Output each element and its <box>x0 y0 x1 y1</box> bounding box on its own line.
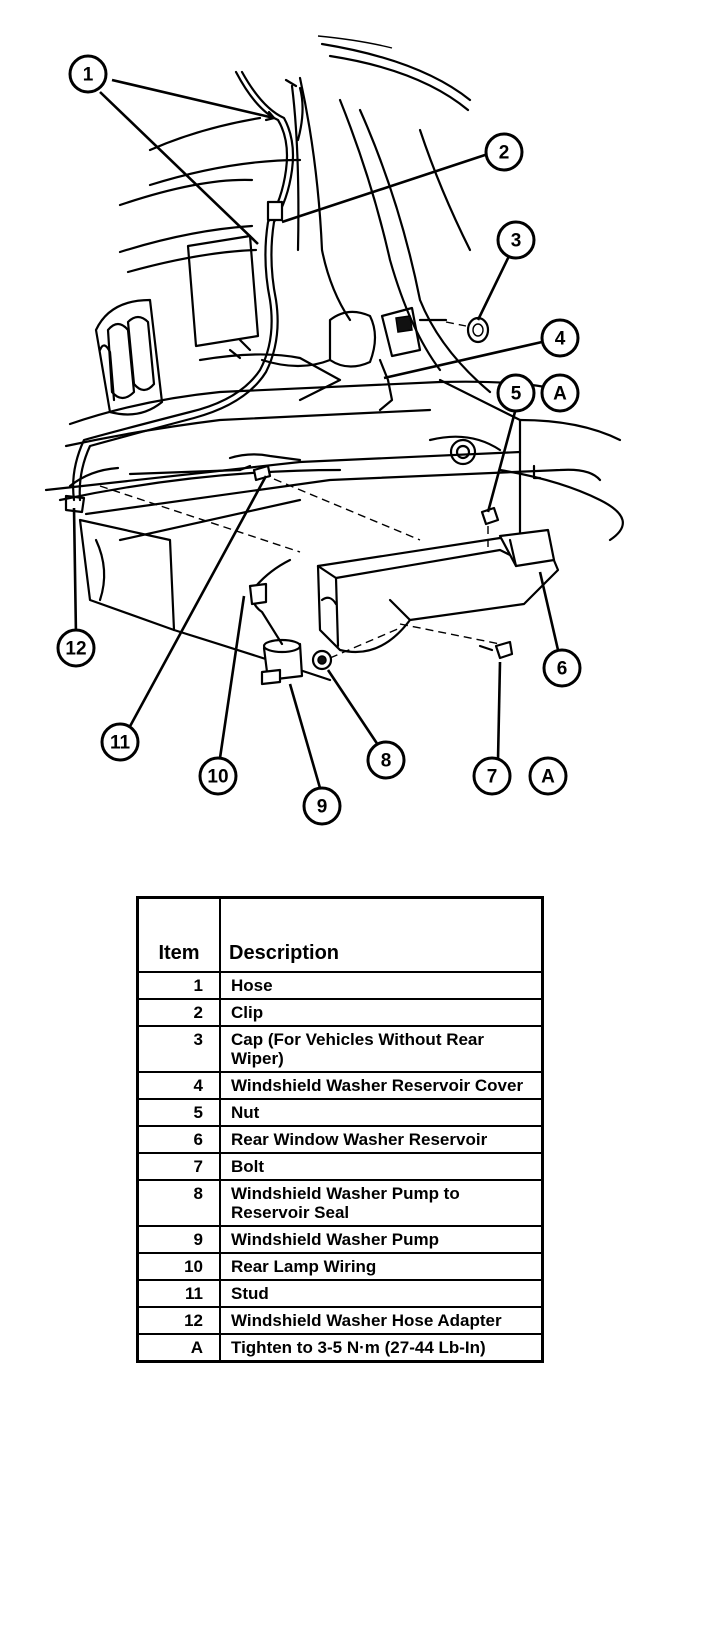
item-number: 5 <box>136 1098 221 1127</box>
svg-text:9: 9 <box>317 797 328 818</box>
header-item: Item <box>136 896 221 973</box>
callout-9: 9 <box>302 786 342 826</box>
table-row: 8 Windshield Washer Pump to Reservoir Se… <box>136 1179 544 1227</box>
callout-12: 12 <box>56 628 96 668</box>
header-description: Description <box>219 896 544 973</box>
table-row: A Tighten to 3-5 N·m (27-44 Lb-In) <box>136 1333 544 1363</box>
item-number: 4 <box>136 1071 221 1100</box>
item-number: 9 <box>136 1225 221 1254</box>
item-number: 1 <box>136 971 221 1000</box>
svg-text:A: A <box>553 384 567 405</box>
item-description: Windshield Washer Reservoir Cover <box>219 1071 544 1100</box>
item-number: 11 <box>136 1279 221 1308</box>
small-hardware <box>99 316 514 671</box>
item-number: 7 <box>136 1152 221 1181</box>
washer-pump <box>248 558 304 686</box>
item-number: 10 <box>136 1252 221 1281</box>
item-description: Cap (For Vehicles Without Rear Wiper) <box>219 1025 544 1073</box>
item-number: 2 <box>136 998 221 1027</box>
table-row: 2 Clip <box>136 998 544 1027</box>
table-row: 5 Nut <box>136 1098 544 1127</box>
item-number: 12 <box>136 1306 221 1335</box>
table-row: 7 Bolt <box>136 1152 544 1181</box>
table-row: 9 Windshield Washer Pump <box>136 1225 544 1254</box>
item-description: Rear Window Washer Reservoir <box>219 1125 544 1154</box>
item-number: 3 <box>136 1025 221 1073</box>
item-description: Windshield Washer Pump <box>219 1225 544 1254</box>
item-description: Rear Lamp Wiring <box>219 1252 544 1281</box>
svg-text:11: 11 <box>110 733 131 754</box>
leader-lines <box>72 78 560 789</box>
table-row: 10 Rear Lamp Wiring <box>136 1252 544 1281</box>
table-row: 4 Windshield Washer Reservoir Cover <box>136 1071 544 1100</box>
callout-7-torque-a: A <box>528 756 568 796</box>
item-description: Clip <box>219 998 544 1027</box>
table-row: 6 Rear Window Washer Reservoir <box>136 1125 544 1154</box>
washer-hose-routing <box>64 70 332 514</box>
callout-4: 4 <box>540 318 580 358</box>
callout-11: 11 <box>100 722 140 762</box>
exploded-parts-diagram: 1 2 3 4 5 A 6 7 A 8 9 10 11 12 <box>44 35 624 826</box>
callout-10: 10 <box>198 756 238 796</box>
item-description: Hose <box>219 971 544 1000</box>
callout-1: 1 <box>68 54 108 94</box>
svg-text:2: 2 <box>499 143 510 164</box>
table-row: 1 Hose <box>136 971 544 1000</box>
table-header-row: Item Description <box>136 896 544 973</box>
callout-2: 2 <box>484 132 524 172</box>
svg-text:3: 3 <box>511 231 522 252</box>
item-description: Stud <box>219 1279 544 1308</box>
item-description: Windshield Washer Hose Adapter <box>219 1306 544 1335</box>
callout-3: 3 <box>496 220 536 260</box>
table-row: 11 Stud <box>136 1279 544 1308</box>
item-description: Windshield Washer Pump to Reservoir Seal <box>219 1179 544 1227</box>
svg-text:6: 6 <box>557 659 568 680</box>
callout-7: 7 <box>472 756 512 796</box>
item-number: 8 <box>136 1179 221 1227</box>
svg-text:8: 8 <box>381 751 392 772</box>
svg-text:5: 5 <box>511 384 522 405</box>
rear-window-washer-reservoir <box>316 528 560 654</box>
parts-legend-table: Item Description 1 Hose 2 Clip 3 Cap (Fo… <box>136 896 544 1363</box>
vehicle-body-outline <box>44 35 624 682</box>
svg-text:12: 12 <box>65 639 86 660</box>
item-description: Tighten to 3-5 N·m (27-44 Lb-In) <box>219 1333 544 1363</box>
item-number: 6 <box>136 1125 221 1154</box>
item-description: Bolt <box>219 1152 544 1181</box>
table-row: 3 Cap (For Vehicles Without Rear Wiper) <box>136 1025 544 1073</box>
svg-text:10: 10 <box>207 767 228 788</box>
table-row: 12 Windshield Washer Hose Adapter <box>136 1306 544 1335</box>
svg-text:7: 7 <box>487 767 498 788</box>
svg-text:A: A <box>541 767 555 788</box>
svg-text:1: 1 <box>83 65 94 86</box>
callout-5-torque-a: A <box>540 373 580 413</box>
item-number: A <box>136 1333 221 1363</box>
item-description: Nut <box>219 1098 544 1127</box>
callout-6: 6 <box>542 648 582 688</box>
callout-5: 5 <box>496 373 536 413</box>
callout-8: 8 <box>366 740 406 780</box>
svg-text:4: 4 <box>555 329 566 350</box>
